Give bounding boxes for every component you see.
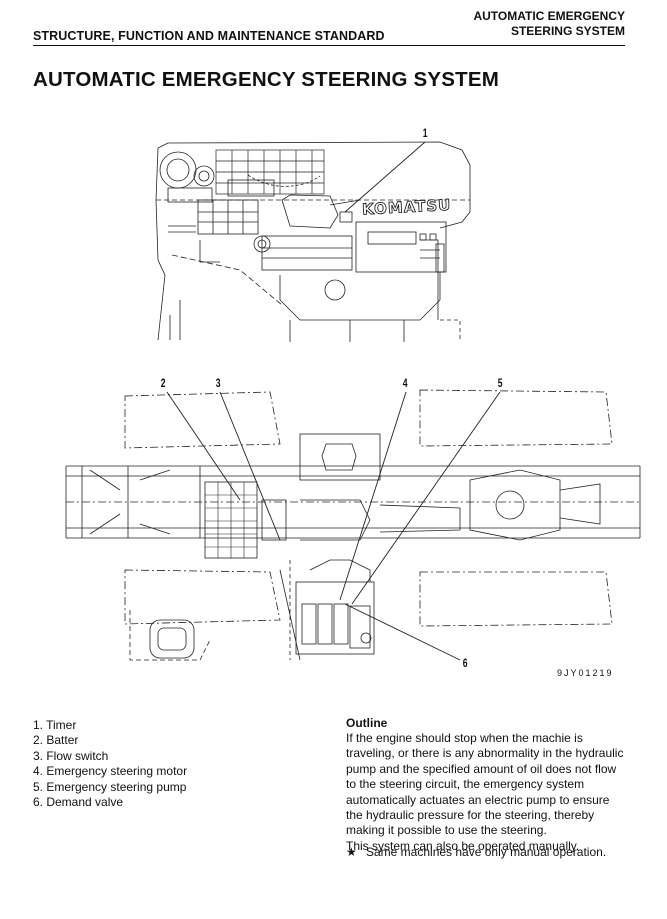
callout-4: 4	[402, 378, 408, 390]
callout-2: 2	[160, 378, 166, 390]
parts-list-item: 3. Flow switch	[33, 748, 109, 763]
outline-note: ★ Same machines have only manual operatio…	[346, 845, 606, 859]
parts-list-item: 1. Timer	[33, 718, 77, 732]
parts-list-item: 5. Emergency steering pump	[33, 779, 187, 794]
chassis-drawing	[65, 389, 641, 661]
header-section-title: STRUCTURE, FUNCTION AND MAINTENANCE STAN…	[33, 29, 385, 43]
figure-code: 9JY01219	[557, 668, 614, 678]
callout-1: 1	[422, 128, 428, 140]
parts-list-item: 6. Demand valve	[33, 795, 124, 810]
header-chapter-title: AUTOMATIC EMERGENCY STEERING SYSTEM	[473, 9, 625, 39]
leader-lines	[166, 391, 501, 661]
header-rule	[33, 45, 625, 46]
header-chapter-line2: STEERING SYSTEM	[510, 24, 625, 38]
leader-line-1	[344, 141, 426, 213]
outline-note-text: Same machines have only manual operation…	[366, 845, 607, 859]
parts-list-item: 2. Batter	[33, 733, 79, 748]
system-diagram: KOMATSU	[65, 141, 641, 661]
outline-heading: Outline	[346, 716, 388, 730]
page-title: AUTOMATIC EMERGENCY STEERING SYSTEM	[33, 68, 500, 91]
outline-paragraph-1: If the engine should stop when the machi…	[346, 731, 624, 838]
parts-list-item: 4. Emergency steering motor	[33, 764, 188, 779]
outline-body: If the engine should stop when the machi…	[346, 731, 628, 854]
cab-dashboard-drawing	[155, 141, 471, 342]
header-chapter-line1: AUTOMATIC EMERGENCY	[473, 9, 625, 23]
callout-5: 5	[497, 378, 503, 390]
outline-paragraph-2: This system can also be operated manuall…	[346, 838, 580, 853]
parts-list: 1. Timer 2. Batter 3. Flow switch 4. Eme…	[33, 718, 187, 810]
star-icon: ★	[346, 845, 357, 859]
callout-3: 3	[215, 378, 221, 390]
callout-6: 6	[462, 658, 468, 670]
brand-lettering: KOMATSU	[362, 196, 452, 219]
